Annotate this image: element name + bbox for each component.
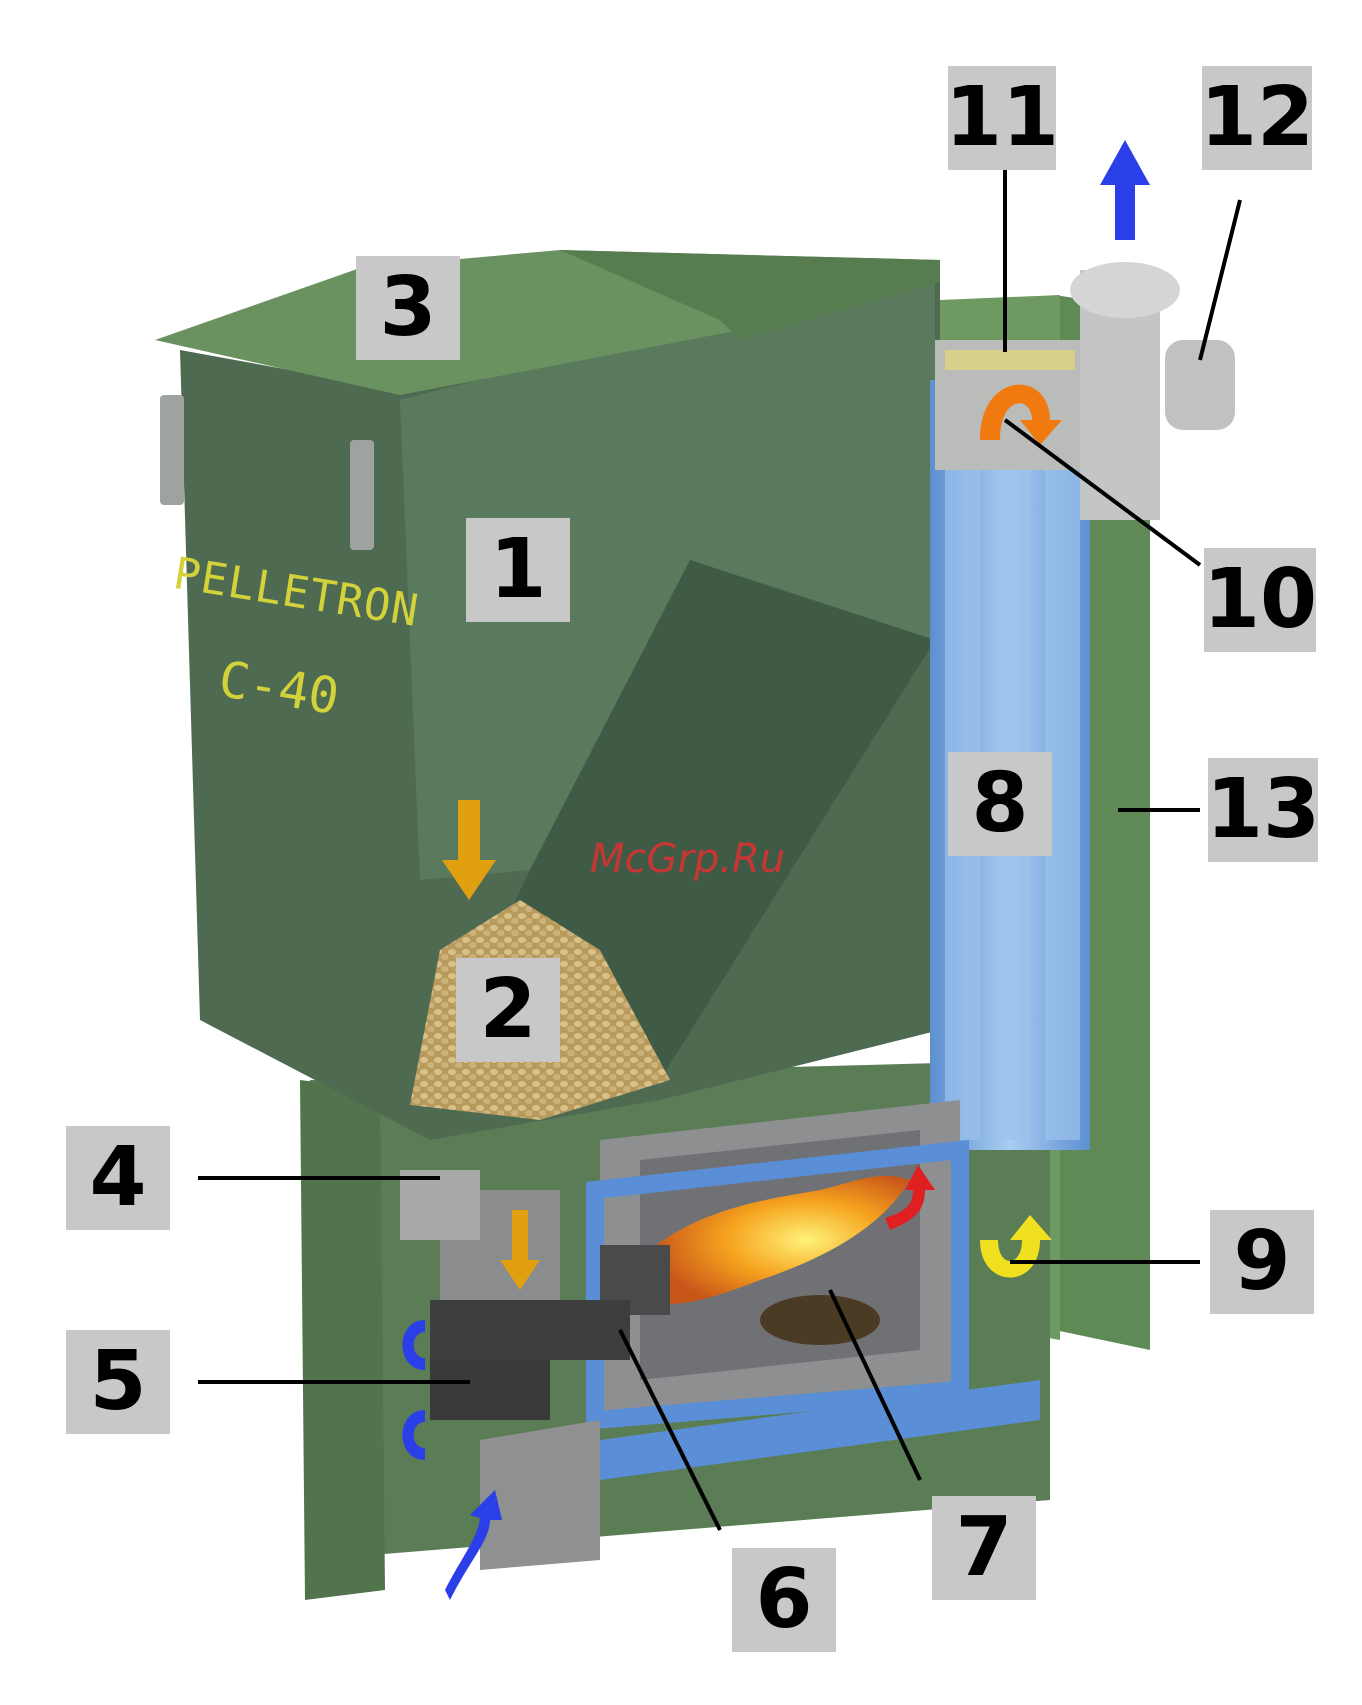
callout-6: 6 — [732, 1548, 836, 1652]
lid-latch-right — [350, 440, 374, 550]
feeder-tube — [430, 1300, 630, 1360]
callout-9: 9 — [1210, 1210, 1314, 1314]
callout-7: 7 — [932, 1496, 1036, 1600]
ash-pile — [760, 1295, 880, 1345]
callout-10: 10 — [1204, 548, 1316, 652]
watermark-text: McGrp.Ru — [590, 836, 785, 882]
exhaust-fan-housing — [1070, 262, 1180, 318]
air-inlet-plate — [480, 1420, 600, 1570]
leader-line-12 — [1200, 200, 1240, 360]
callout-12: 12 — [1202, 66, 1312, 170]
exhaust-out-arrow-icon — [1100, 140, 1150, 240]
callout-13: 13 — [1208, 758, 1318, 862]
callout-1: 1 — [466, 518, 570, 622]
callout-3: 3 — [356, 256, 460, 360]
auger-motor — [400, 1170, 480, 1240]
callout-2: 2 — [456, 958, 560, 1062]
callout-11: 11 — [948, 66, 1056, 170]
lower-left-panel — [300, 1080, 385, 1600]
callout-8: 8 — [948, 752, 1052, 856]
callout-5: 5 — [66, 1330, 170, 1434]
callout-4: 4 — [66, 1126, 170, 1230]
igniter-housing — [430, 1360, 550, 1420]
turbulator-plate — [945, 350, 1075, 370]
lid-latch-left — [160, 395, 184, 505]
